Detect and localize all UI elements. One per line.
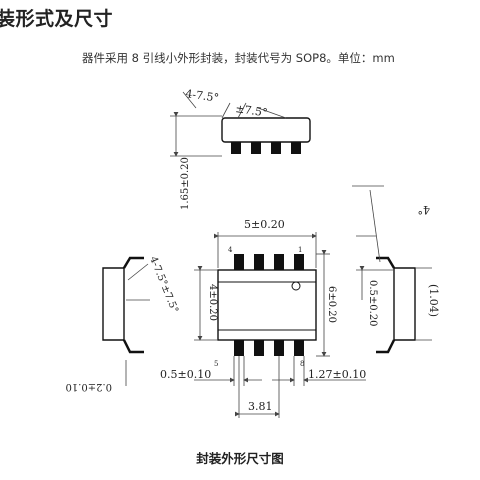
top-angle-a-label: 4-7.5°	[185, 87, 220, 105]
lead-thickness-label: 0.2±0.10	[65, 381, 112, 392]
height-label: 1.65±0.20	[180, 157, 191, 210]
overall-width-label: 6±0.20	[326, 286, 337, 323]
right-end-view: 4° 0.5±0.20 (1.04)	[352, 185, 440, 354]
pin4-label: 4	[228, 246, 233, 254]
top-angle-b-label: ±7.5°	[235, 102, 269, 119]
body-length-label: 5±0.20	[244, 218, 285, 231]
pin1-label: 1	[298, 246, 302, 254]
section-heading: 装形式及尺寸	[0, 8, 114, 30]
side-angle-label: 4-7.5°±7.5°	[147, 255, 180, 315]
span-label: 3.81	[248, 400, 273, 413]
body-width-label: 4±0.20	[207, 284, 218, 321]
right-angle-label: 4°	[418, 203, 431, 216]
pitch-label: 1.27±0.10	[308, 368, 366, 381]
package-outline-drawing: 4-7.5° ±7.5° 1.65±0.20 4 1 5 8 5±0.20 4±…	[65, 87, 440, 418]
top-view: 4 1 5 8 5±0.20 4±0.20 6±0.20 0.5±0.10 1.…	[160, 218, 366, 418]
side-view: 4-7.5° ±7.5° 1.65±0.20	[170, 87, 311, 210]
package-description: 器件采用 8 引线小外形封装，封装代号为 SOP8。单位：mm	[82, 51, 395, 65]
figure-caption: 封装外形尺寸图	[196, 451, 284, 466]
lead-length-label: 0.5±0.20	[367, 280, 378, 327]
lead-width-label: 0.5±0.10	[160, 368, 211, 381]
pin8-label: 8	[300, 360, 304, 368]
foot-length-label: (1.04)	[427, 284, 440, 317]
pin5-label: 5	[214, 360, 218, 368]
